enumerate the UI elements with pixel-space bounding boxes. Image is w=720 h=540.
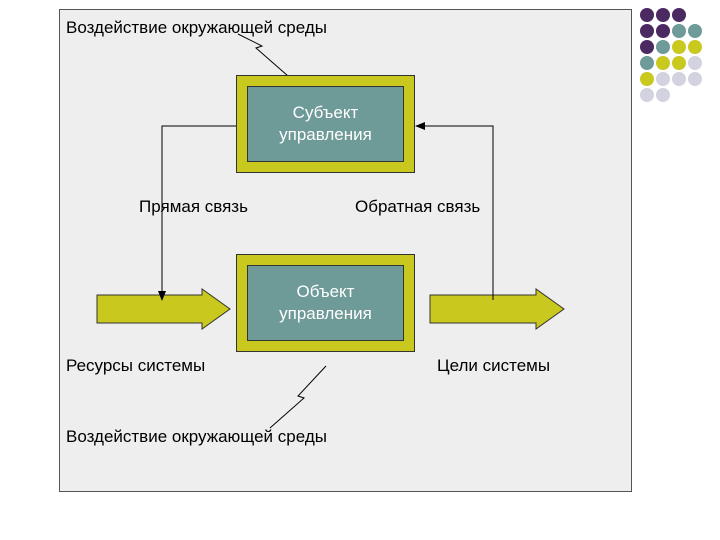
decor-dot [640,56,654,70]
decor-dot [640,40,654,54]
decor-dot [656,56,670,70]
decor-dot [656,72,670,86]
decorative-dots [640,8,720,118]
decor-dot [672,8,686,22]
decor-dot [688,56,702,70]
object-label-line1: Объект [296,282,355,301]
decor-dot [656,8,670,22]
decor-dot [672,40,686,54]
decor-dot [640,88,654,102]
subject-label-line1: Субъект [292,103,359,122]
env-top-label: Воздействие окружающей среды [66,18,327,37]
decor-dot [640,72,654,86]
subject-box-inner: Субъект управления [247,86,404,162]
decor-dot [688,40,702,54]
direct-link-line [158,125,236,301]
resources-label: Ресурсы системы [66,356,206,375]
input-arrow [96,288,231,330]
decor-dot [656,24,670,38]
decor-dot [656,88,670,102]
bottom-lightning-icon [269,365,327,429]
feedback-link-line [415,122,494,300]
decor-dot [672,72,686,86]
top-lightning-icon [237,33,289,77]
goals-label: Цели системы [437,356,551,375]
decor-dot [656,40,670,54]
env-bottom-label: Воздействие окружающей среды [66,427,327,446]
decor-dot [688,72,702,86]
decor-dot [640,8,654,22]
decor-dot [688,24,702,38]
object-label-line2: управления [279,304,372,323]
output-arrow [429,288,565,330]
decor-dot [640,24,654,38]
decor-dot [672,56,686,70]
feedback-link-label: Обратная связь [355,197,481,216]
object-box-inner: Объект управления [247,265,404,341]
subject-label-line2: управления [279,125,372,144]
decor-dot [672,24,686,38]
direct-link-label: Прямая связь [139,197,248,216]
